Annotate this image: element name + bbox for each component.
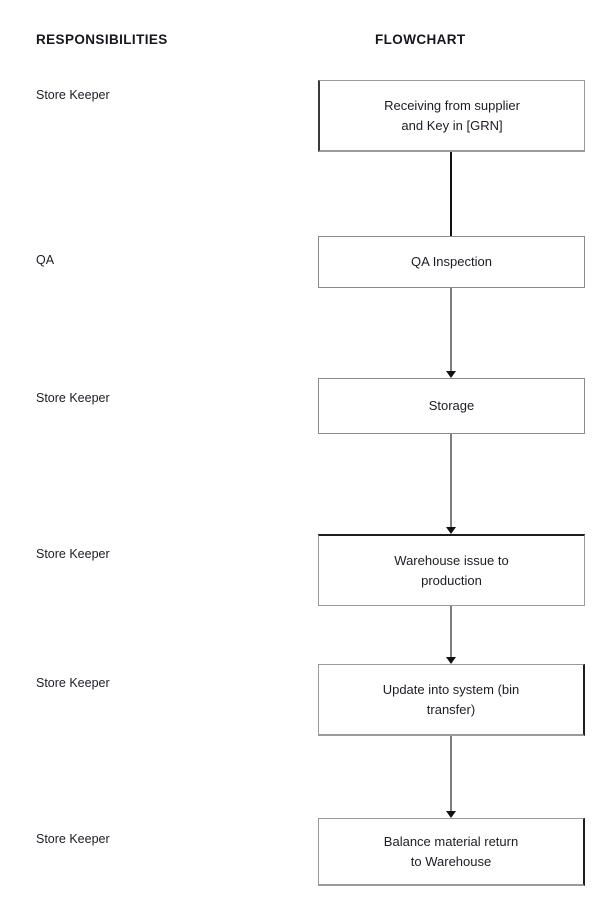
flow-node-warehouse-issue-to-production[interactable]: Warehouse issue to production (318, 534, 585, 606)
flow-node-6-text: Balance material return to Warehouse (374, 832, 528, 872)
flow-node-update-into-system[interactable]: Update into system (bin transfer) (318, 664, 585, 736)
flow-node-1-line-1: Receiving from supplier (384, 97, 520, 113)
flow-node-5-text: Update into system (bin transfer) (373, 680, 530, 720)
flow-node-4-line-2: production (421, 572, 482, 588)
flow-node-receiving-from-supplier[interactable]: Receiving from supplier and Key in [GRN] (318, 80, 585, 152)
flow-node-3-text: Storage (419, 396, 485, 416)
flow-node-3-line-1: Storage (428, 398, 475, 413)
connector-line (450, 152, 452, 236)
responsibility-label-2: QA (36, 253, 55, 267)
flow-node-6-line-2: to Warehouse (410, 853, 492, 869)
responsibility-label-4: Store Keeper (36, 547, 110, 561)
responsibility-label-5: Store Keeper (36, 676, 110, 690)
connector-line (450, 606, 452, 657)
responsibility-label-1: Store Keeper (36, 88, 110, 102)
flow-node-4-text: Warehouse issue to production (384, 551, 518, 591)
flow-node-6-line-1: Balance material return (383, 833, 519, 849)
responsibility-label-6: Store Keeper (36, 832, 110, 846)
column-header-flowchart: FLOWCHART (375, 32, 466, 47)
flow-node-5-line-1: Update into system (bin (382, 681, 520, 697)
flow-node-4-line-1: Warehouse issue to (394, 552, 509, 568)
column-header-responsibilities: RESPONSIBILITIES (36, 32, 168, 47)
connector-line (450, 288, 452, 371)
flow-node-balance-material-return[interactable]: Balance material return to Warehouse (318, 818, 585, 886)
connector-line (450, 434, 452, 527)
arrowhead-icon (446, 371, 456, 378)
responsibility-label-3: Store Keeper (36, 391, 110, 405)
arrowhead-icon (446, 527, 456, 534)
flow-node-qa-inspection[interactable]: QA Inspection (318, 236, 585, 288)
flow-node-storage[interactable]: Storage (318, 378, 585, 434)
arrowhead-icon (446, 657, 456, 664)
flow-node-1-line-2: and Key in [GRN] (401, 117, 503, 133)
flow-node-5-line-2: transfer) (426, 701, 476, 717)
flow-node-1-text: Receiving from supplier and Key in [GRN] (374, 96, 530, 136)
arrowhead-icon (446, 811, 456, 818)
flow-node-2-line-1: QA Inspection (411, 254, 492, 269)
flow-node-2-text: QA Inspection (401, 252, 502, 272)
connector-line (450, 736, 452, 811)
